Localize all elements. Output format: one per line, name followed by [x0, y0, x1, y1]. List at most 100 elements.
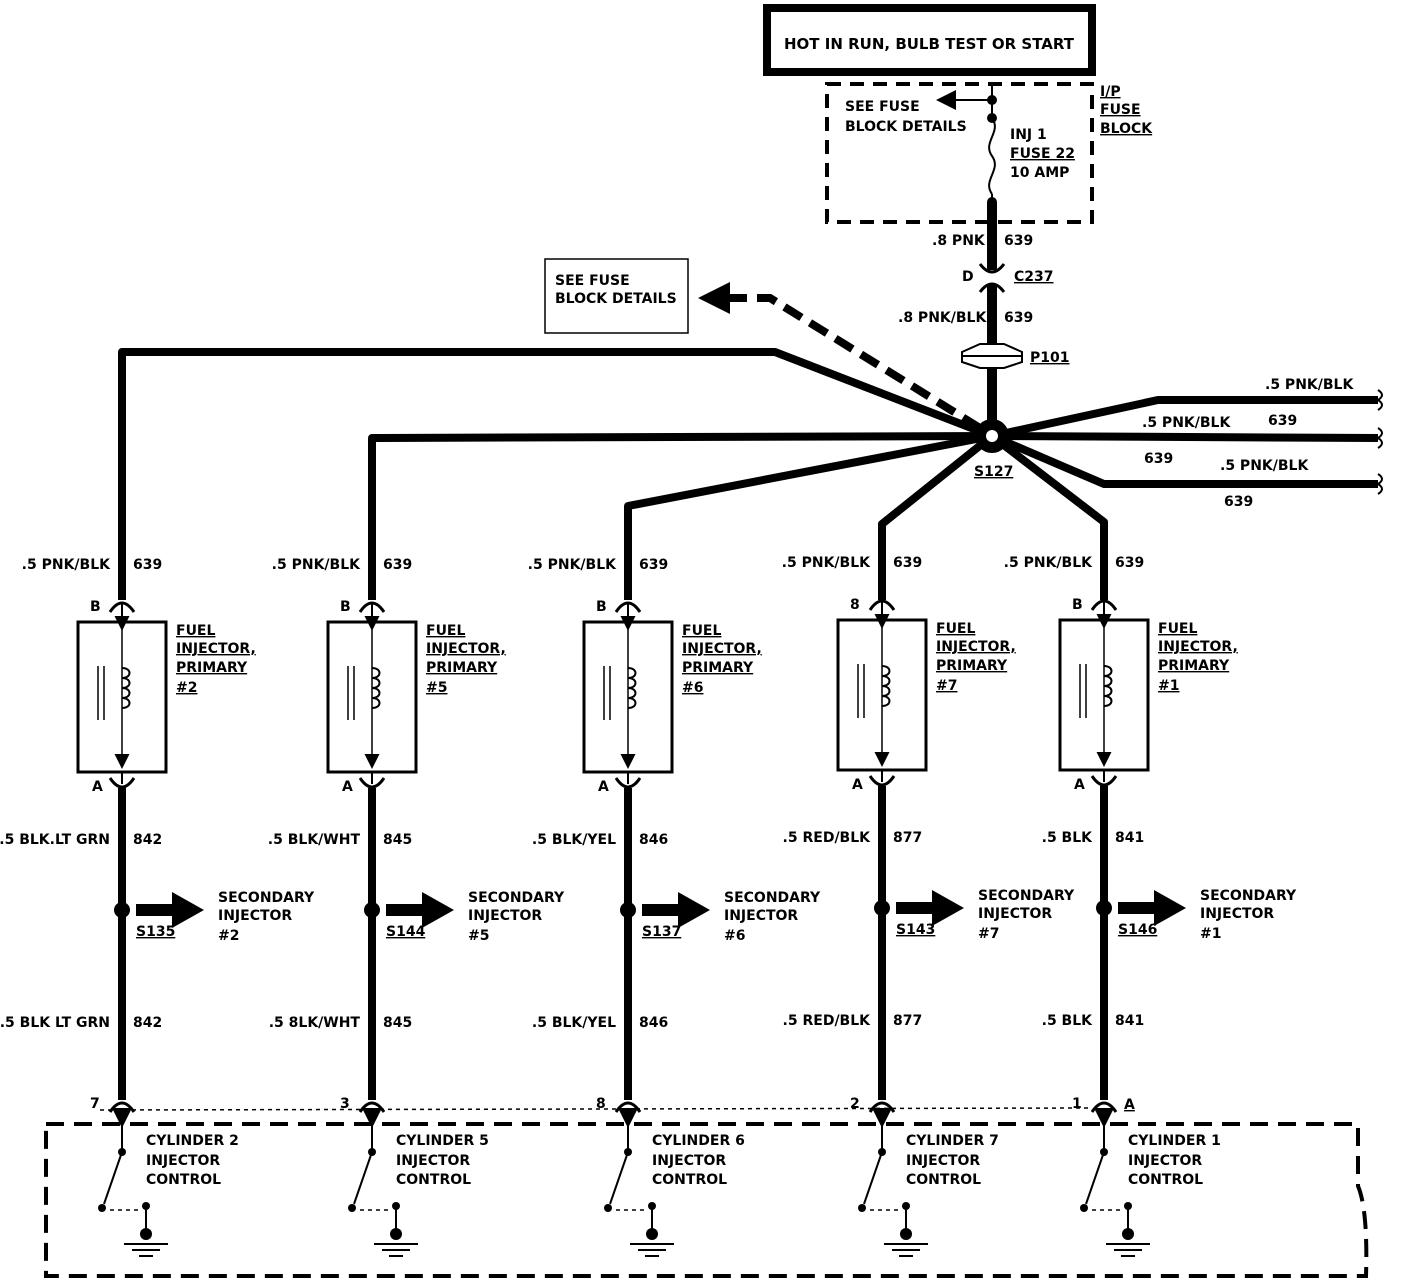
ecm-wire-circuit: 842	[133, 1015, 162, 1031]
secondary-injector-label-2: INJECTOR	[724, 908, 798, 924]
ecm-wire-color: .5 RED/BLK	[783, 1013, 872, 1029]
injector-label-3: PRIMARY	[176, 660, 248, 676]
injector-label-number: #2	[176, 680, 197, 696]
cylinder-label-1: CYLINDER 6	[652, 1133, 745, 1149]
cylinder-label-1: CYLINDER 7	[906, 1133, 999, 1149]
injector-label-number: #5	[426, 680, 447, 696]
injector-pin-b-label: 8	[850, 597, 860, 613]
secondary-injector-number: #6	[724, 928, 745, 944]
secondary-injector-label-2: INJECTOR	[468, 908, 542, 924]
ecm-switch-blade	[609, 1151, 629, 1205]
ecm-switch-contact	[1080, 1204, 1088, 1212]
injector-splice-icon	[364, 902, 380, 918]
injector-signal-wire-color: .5 BLK/YEL	[532, 832, 616, 848]
ground-node	[142, 1202, 150, 1210]
ecm-pin-label: 8	[596, 1096, 606, 1112]
ecm-switch-blade	[863, 1151, 883, 1205]
branch-wire-inj1	[989, 432, 1108, 600]
injector-pin-b-connector	[108, 601, 136, 613]
cylinder-label-3: CONTROL	[396, 1172, 471, 1188]
cylinder-label-1: CYLINDER 2	[146, 1133, 239, 1149]
cylinder-label-1: CYLINDER 1	[1128, 1133, 1221, 1149]
secondary-injector-label-1: SECONDARY	[978, 888, 1075, 904]
cylinder-label-2: INJECTOR	[906, 1153, 980, 1169]
ground-node-lower	[390, 1228, 402, 1240]
fuse-block-outline	[825, 82, 1094, 224]
ecm-pin-connector	[868, 1101, 896, 1113]
branch-wire-inj7	[878, 432, 995, 600]
connector-c237-pin: D	[962, 269, 974, 285]
injector-top-wire-circuit: 639	[383, 557, 412, 573]
side-fuse-dashed-wire	[730, 294, 983, 432]
ecm-switch-blade	[353, 1151, 373, 1205]
injector-top-wire-color: .5 PNK/BLK	[22, 557, 111, 573]
injector-splice-icon	[1096, 900, 1112, 916]
ground-node-lower	[646, 1228, 658, 1240]
ground-node-lower	[140, 1228, 152, 1240]
ground-node	[648, 1202, 656, 1210]
splice-s127-label: S127	[974, 464, 1013, 480]
see-fuse-details-1: SEE FUSE	[845, 99, 920, 115]
injector-label-3: PRIMARY	[936, 658, 1008, 674]
secondary-injector-label-2: INJECTOR	[218, 908, 292, 924]
right-branch-1-color: .5 PNK/BLK	[1265, 377, 1354, 393]
feed-wire-2-color: .8 PNK/BLK	[898, 310, 987, 326]
injector-label-1: FUEL	[936, 621, 975, 637]
ecm-wire-color: .5 BLK	[1042, 1013, 1094, 1029]
injector-pin-a-label: A	[598, 779, 609, 795]
fuse-icon	[988, 117, 996, 195]
branch-wire-right-3	[990, 432, 1378, 488]
right-branch-1-circuit: 639	[1268, 413, 1297, 429]
injector-label-number: #6	[682, 680, 703, 696]
injector-label-1: FUEL	[426, 623, 465, 639]
injector-splice-label: S137	[642, 924, 681, 940]
cylinder-label-2: INJECTOR	[652, 1153, 726, 1169]
injector-top-wire-color: .5 PNK/BLK	[528, 557, 617, 573]
ecm-switch-contact	[348, 1204, 356, 1212]
see-fuse-details-2: BLOCK DETAILS	[845, 119, 967, 135]
secondary-arrow-icon	[678, 892, 710, 928]
ecm-pin-connector	[358, 1101, 386, 1113]
injector-signal-wire-circuit: 842	[133, 832, 162, 848]
secondary-injector-number: #2	[218, 928, 239, 944]
injector-label-1: FUEL	[176, 623, 215, 639]
cylinder-label-3: CONTROL	[146, 1172, 221, 1188]
secondary-injector-label-1: SECONDARY	[468, 890, 565, 906]
injector-top-wire-circuit: 639	[1115, 555, 1144, 571]
injector-pin-b-connector	[614, 601, 642, 613]
fuse-label-1: INJ 1	[1010, 127, 1047, 143]
injector-pin-b-label: B	[340, 599, 351, 615]
fuse-block-label-3: BLOCK	[1100, 121, 1153, 137]
secondary-injector-number: #5	[468, 928, 489, 944]
feed-wire-1-color: .8 PNK	[932, 233, 986, 249]
ground-node	[392, 1202, 400, 1210]
ecm-wire-color: .5 BLK/YEL	[532, 1015, 616, 1031]
injector-coil-icon	[1103, 665, 1113, 707]
cylinder-label-2: INJECTOR	[396, 1153, 470, 1169]
injector-top-wire-color: .5 PNK/BLK	[272, 557, 361, 573]
ground-node-lower	[1122, 1228, 1134, 1240]
injector-signal-wire-circuit: 877	[893, 830, 922, 846]
secondary-arrow-icon	[172, 892, 204, 928]
ecm-pin-connector	[614, 1101, 642, 1113]
feed-wire-2-circuit: 639	[1004, 310, 1033, 326]
secondary-injector-number: #7	[978, 926, 999, 942]
cylinder-label-2: INJECTOR	[1128, 1153, 1202, 1169]
injector-splice-icon	[620, 902, 636, 918]
ecm-pin-label: 3	[340, 1096, 350, 1112]
injector-pin-a-connector	[868, 775, 896, 787]
injector-label-3: PRIMARY	[1158, 658, 1230, 674]
cylinder-label-3: CONTROL	[906, 1172, 981, 1188]
injector-pin-a-label: A	[342, 779, 353, 795]
injector-top-wire-circuit: 639	[133, 557, 162, 573]
connector-c237-top	[978, 263, 1006, 274]
secondary-injector-number: #1	[1200, 926, 1221, 942]
ecm-wire-color: .5 BLK LT GRN	[0, 1015, 110, 1031]
injector-label-2: INJECTOR,	[682, 641, 762, 657]
injector-signal-wire-color: .5 BLK/WHT	[268, 832, 361, 848]
injector-pin-a-label: A	[92, 779, 103, 795]
branch-wire-inj5	[368, 432, 993, 600]
ecm-connector-letter: A	[1124, 1097, 1135, 1113]
cylinder-label-1: CYLINDER 5	[396, 1133, 489, 1149]
